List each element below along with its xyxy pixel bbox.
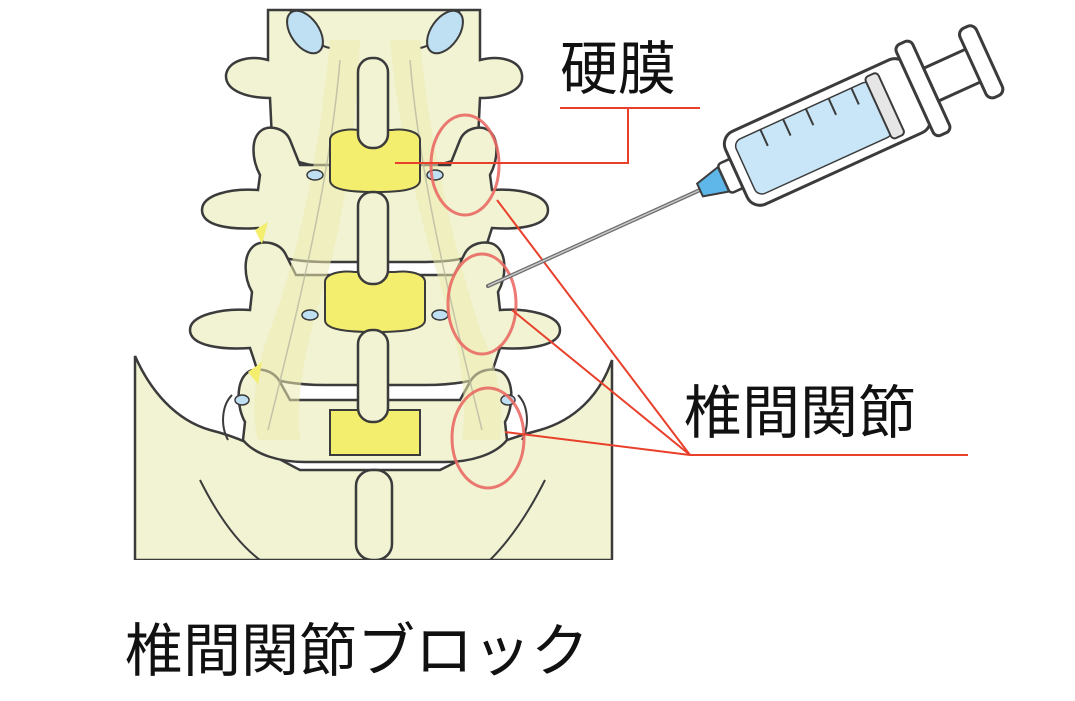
facet-blue-5 [234, 394, 250, 406]
spinous-process-3 [356, 328, 390, 424]
ligament-left-2 [248, 362, 262, 384]
leader-facet-3 [504, 431, 691, 456]
sacral-crest [354, 468, 394, 560]
label-facet-joint: 椎間関節 [684, 379, 917, 447]
facet-blue-1 [426, 169, 444, 181]
facet-blue-2 [306, 169, 324, 181]
facet-joint-circle-1 [429, 113, 501, 217]
dura-segment-1 [329, 128, 421, 194]
dura-segment-2 [324, 270, 426, 334]
sacrum-ridge-left [199, 479, 261, 560]
label-dura: 硬膜 [560, 35, 677, 103]
lumbar-spine-illustration [133, 8, 614, 560]
leader-lines [395, 107, 968, 456]
nerve-line-1 [267, 59, 341, 431]
facet-joint-circle-3 [450, 386, 526, 490]
diagram-title: 椎間関節ブロック [125, 617, 590, 685]
sacrum-ridge-right [489, 479, 546, 560]
leader-facet-1 [496, 199, 691, 456]
facet-blue-3 [431, 309, 449, 321]
dura-segment-3 [329, 409, 421, 456]
plunger-seal [864, 72, 905, 140]
ligament-left-1 [255, 222, 268, 244]
nerve-line-2 [409, 59, 483, 431]
facet-blue-4 [301, 309, 319, 321]
facet-joint-circle-2 [446, 252, 518, 356]
plunger-cap [958, 24, 1005, 100]
disc-left-top [286, 9, 324, 55]
spinous-process-1 [356, 56, 390, 150]
leader-facet-2 [511, 309, 691, 456]
syringe-icon [486, 24, 1005, 288]
sacrum [133, 355, 614, 560]
disc-right-top [426, 9, 464, 55]
spinous-process-2 [356, 190, 390, 286]
